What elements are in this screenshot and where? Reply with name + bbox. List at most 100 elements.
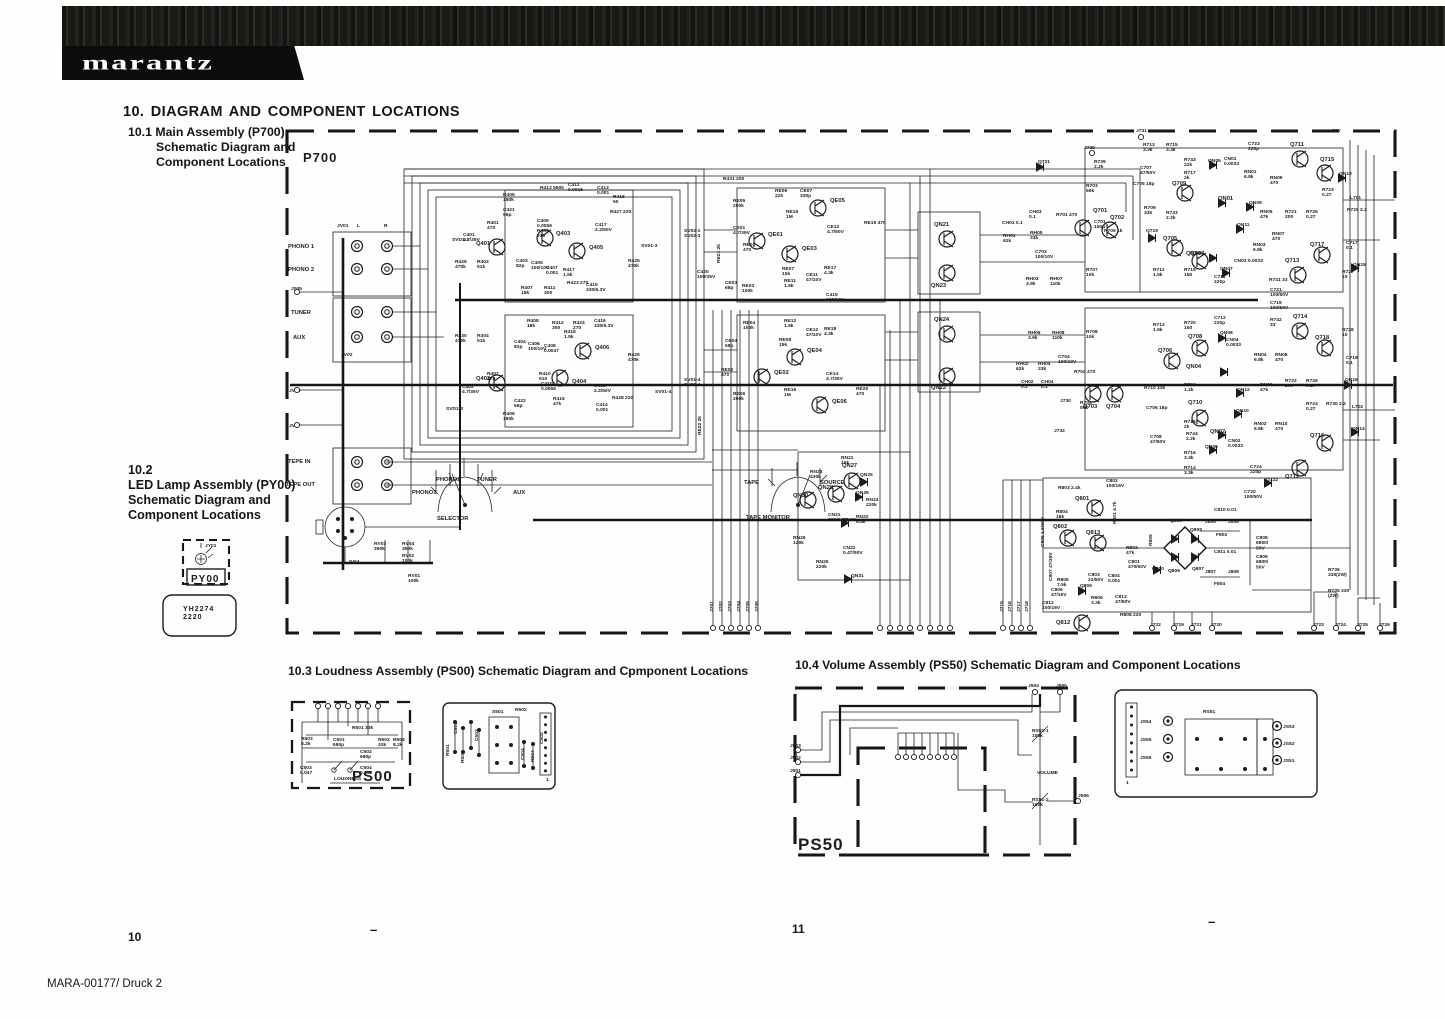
transistor-symbol	[1316, 339, 1334, 357]
schematic-label: C501	[453, 722, 459, 734]
subsection-10-4: 10.4 Volume Assembly (PS50) Schematic Di…	[795, 658, 1241, 672]
subsection-10-2-line3: Component Locations	[128, 508, 261, 522]
connector-pad	[1088, 149, 1096, 157]
schematic-label: C705 18p	[1133, 181, 1154, 187]
schematic-label: Q708	[1188, 334, 1203, 340]
connector-pad	[916, 624, 924, 632]
board-pad	[1219, 767, 1223, 771]
board-pad	[522, 740, 526, 744]
schematic-label: R701 470	[1056, 212, 1077, 218]
schematic-label: J720	[1211, 622, 1222, 628]
schematic-label: PHONO2	[436, 477, 460, 483]
subsection-10-2: 10.2 LED Lamp Assembly (PY00) Schematic …	[128, 463, 296, 523]
schematic-label: J718	[1024, 601, 1030, 612]
schematic-label: TAPE	[744, 480, 759, 486]
board-pad	[477, 728, 481, 732]
solder-eyelet	[1162, 733, 1174, 745]
schematic-label: J715	[999, 601, 1005, 612]
schematic-label: Q805	[1080, 583, 1092, 589]
diode-symbol	[1191, 534, 1200, 544]
board-pad	[1195, 737, 1199, 741]
schematic-label: R	[384, 223, 388, 229]
connector-pad	[374, 702, 382, 710]
schematic-label: J703	[727, 601, 733, 612]
pin-strip-pad	[544, 730, 547, 734]
schematic-label: Q722	[1266, 477, 1278, 483]
schematic-label: QE04	[807, 348, 823, 354]
schematic-label: Q404	[572, 379, 587, 385]
schematic-label: R427 220	[610, 209, 631, 215]
schematic-label: QE06	[832, 399, 848, 405]
schematic-label: J806	[1228, 519, 1239, 525]
transistor-symbol	[551, 369, 569, 387]
connector-pad	[727, 624, 735, 632]
scan-dash-left: –	[370, 922, 378, 937]
scan-dash-right: –	[1208, 914, 1216, 929]
schematic-label: QN09	[1249, 200, 1262, 206]
transistor-symbol	[1073, 614, 1091, 632]
schematic-label: Q809	[1170, 518, 1182, 524]
schematic-label: QN21	[934, 222, 950, 228]
schematic-label: RE21 2k	[716, 244, 722, 263]
diode-symbol	[1171, 552, 1180, 562]
connector-pad	[1332, 624, 1340, 632]
schematic-label: C805 1.5/50V	[1040, 516, 1046, 547]
diode-symbol	[841, 518, 850, 528]
schematic-label: QN24	[934, 317, 950, 323]
connector-pad	[950, 753, 958, 761]
pin-strip-pad	[1130, 714, 1133, 718]
input-jack	[350, 305, 364, 319]
schematic-label: Q714	[1293, 314, 1308, 320]
schematic-label: LOUDNESS	[334, 776, 362, 782]
solder-eyelet	[1162, 715, 1174, 727]
diode-symbol	[1236, 388, 1245, 398]
transistor-symbol	[1084, 385, 1102, 403]
assembly-label: PS50	[798, 835, 844, 854]
connector-pad	[293, 386, 301, 394]
schematic-label: QE05	[830, 198, 846, 204]
schematic-label: Q807	[1192, 566, 1204, 572]
board-pad	[336, 517, 340, 521]
input-jack	[380, 262, 394, 276]
input-jack	[350, 330, 364, 344]
schematic-label: 1	[1126, 780, 1129, 786]
diode-symbol	[1209, 160, 1218, 170]
section-heading: 10. DIAGRAM AND COMPONENT LOCATIONS	[123, 104, 460, 120]
schematic-label: J732	[1054, 428, 1065, 434]
